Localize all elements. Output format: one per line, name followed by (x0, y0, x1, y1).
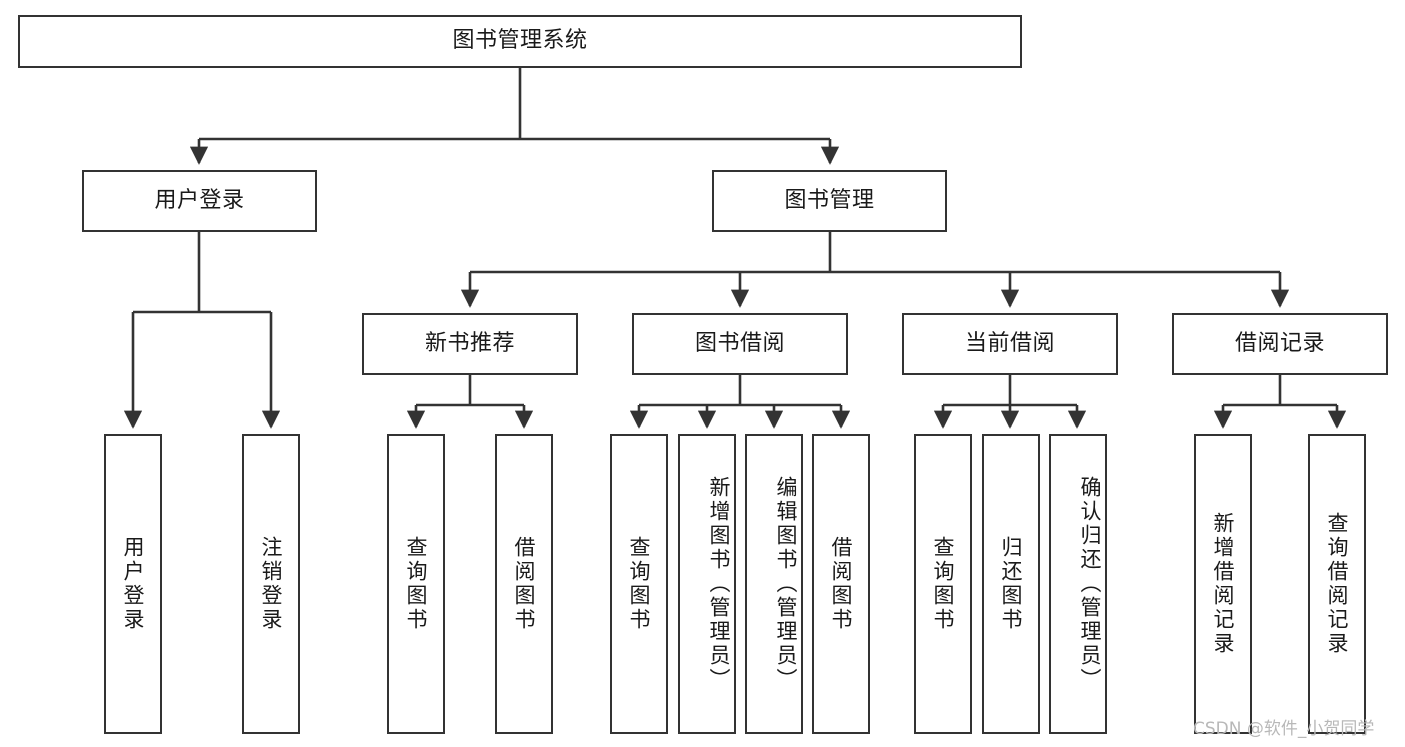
leaf-confirm-return[interactable]: 确认归还（管理员） (1049, 434, 1107, 734)
leaf-logout[interactable]: 注销登录 (242, 434, 300, 734)
leaf-query-book-2-label: 查询图书 (627, 536, 651, 632)
leaf-query-book-3-label: 查询图书 (931, 536, 955, 632)
leaf-add-book[interactable]: 新增图书（管理员） (678, 434, 736, 734)
leaf-user-login-label: 用户登录 (121, 536, 145, 632)
node-user-login[interactable]: 用户登录 (82, 170, 317, 232)
node-borrow-record[interactable]: 借阅记录 (1172, 313, 1388, 375)
leaf-query-book-2[interactable]: 查询图书 (610, 434, 668, 734)
watermark: CSDN @软件_小贺同学 (1193, 719, 1375, 739)
node-new-book-recommend-label: 新书推荐 (424, 330, 515, 356)
leaf-logout-label: 注销登录 (259, 536, 283, 632)
node-new-book-recommend[interactable]: 新书推荐 (362, 313, 578, 375)
leaf-query-book-1-label: 查询图书 (404, 536, 428, 632)
node-current-borrow[interactable]: 当前借阅 (902, 313, 1118, 375)
node-user-login-label: 用户登录 (154, 187, 245, 213)
leaf-borrow-book-1[interactable]: 借阅图书 (495, 434, 553, 734)
leaf-query-record-label: 查询借阅记录 (1325, 512, 1349, 656)
node-root[interactable]: 图书管理系统 (18, 15, 1022, 68)
leaf-add-record-label: 新增借阅记录 (1211, 512, 1235, 656)
leaf-return-book[interactable]: 归还图书 (982, 434, 1040, 734)
node-book-borrow-label: 图书借阅 (694, 330, 785, 356)
leaf-borrow-book-1-label: 借阅图书 (512, 536, 536, 632)
node-borrow-record-label: 借阅记录 (1234, 330, 1325, 356)
leaf-borrow-book-2-label: 借阅图书 (829, 536, 853, 632)
leaf-query-record[interactable]: 查询借阅记录 (1308, 434, 1366, 734)
leaf-user-login[interactable]: 用户登录 (104, 434, 162, 734)
node-book-borrow[interactable]: 图书借阅 (632, 313, 848, 375)
leaf-edit-book[interactable]: 编辑图书（管理员） (745, 434, 803, 734)
node-root-label: 图书管理系统 (452, 28, 588, 54)
leaf-query-book-3[interactable]: 查询图书 (914, 434, 972, 734)
node-current-borrow-label: 当前借阅 (964, 330, 1055, 356)
leaf-borrow-book-2[interactable]: 借阅图书 (812, 434, 870, 734)
leaf-add-record[interactable]: 新增借阅记录 (1194, 434, 1252, 734)
leaf-confirm-return-label: 确认归还（管理员） (1078, 476, 1102, 692)
leaf-return-book-label: 归还图书 (999, 536, 1023, 632)
node-book-management-label: 图书管理 (784, 187, 875, 213)
leaf-edit-book-label: 编辑图书（管理员） (774, 476, 798, 692)
node-book-management[interactable]: 图书管理 (712, 170, 947, 232)
leaf-query-book-1[interactable]: 查询图书 (387, 434, 445, 734)
leaf-add-book-label: 新增图书（管理员） (707, 476, 731, 692)
